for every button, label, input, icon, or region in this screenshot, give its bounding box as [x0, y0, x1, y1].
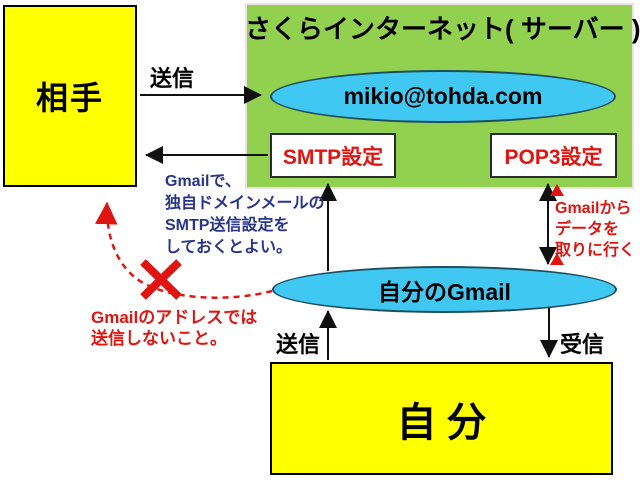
pop3-note-line: 取りに行く: [555, 242, 636, 259]
receive-label: 受信: [560, 332, 605, 357]
pop3-config-label: POP3設定: [504, 145, 603, 169]
partner-node: 相手: [3, 5, 137, 187]
gmail-label: 自分のGmail: [378, 278, 511, 305]
partner-label: 相手: [35, 80, 104, 116]
gmail-warning-line: Gmailのアドレスでは: [91, 308, 258, 327]
gmail-warning-line: 送信しないこと。: [91, 329, 227, 348]
pop3-note-line: データを: [555, 221, 620, 238]
prohibition-x-icon: [140, 259, 182, 300]
self-label: 自分: [396, 400, 497, 445]
smtp-note-line: Gmailで、: [165, 173, 241, 190]
server-mailbox-label: mikio@tohda.com: [343, 83, 543, 109]
send-label-top: 送信: [150, 66, 195, 91]
server-title: さくらインターネット( サーバー ): [245, 14, 640, 44]
server-mailbox-node: mikio@tohda.com: [270, 70, 616, 123]
smtp-note-line: しておくとよい。: [165, 239, 293, 256]
pop3-note: Gmailから データを 取りに行く: [555, 198, 635, 261]
smtp-note-line: SMTP送信設定を: [165, 217, 290, 234]
smtp-note-line: 独自ドメインメールの: [165, 195, 325, 212]
smtp-note: Gmailで、 独自ドメインメールの SMTP送信設定を しておくとよい。: [165, 171, 325, 259]
pop3-note-line: Gmailから: [555, 200, 632, 217]
smtp-config-node: SMTP設定: [270, 133, 396, 178]
pop3-config-node: POP3設定: [490, 133, 617, 178]
send-label-bottom: 送信: [276, 332, 321, 357]
gmail-warning-note: Gmailのアドレスでは 送信しないこと。: [91, 307, 257, 349]
self-node: 自分: [270, 362, 613, 475]
gmail-node: 自分のGmail: [272, 266, 617, 313]
smtp-config-label: SMTP設定: [282, 145, 384, 169]
